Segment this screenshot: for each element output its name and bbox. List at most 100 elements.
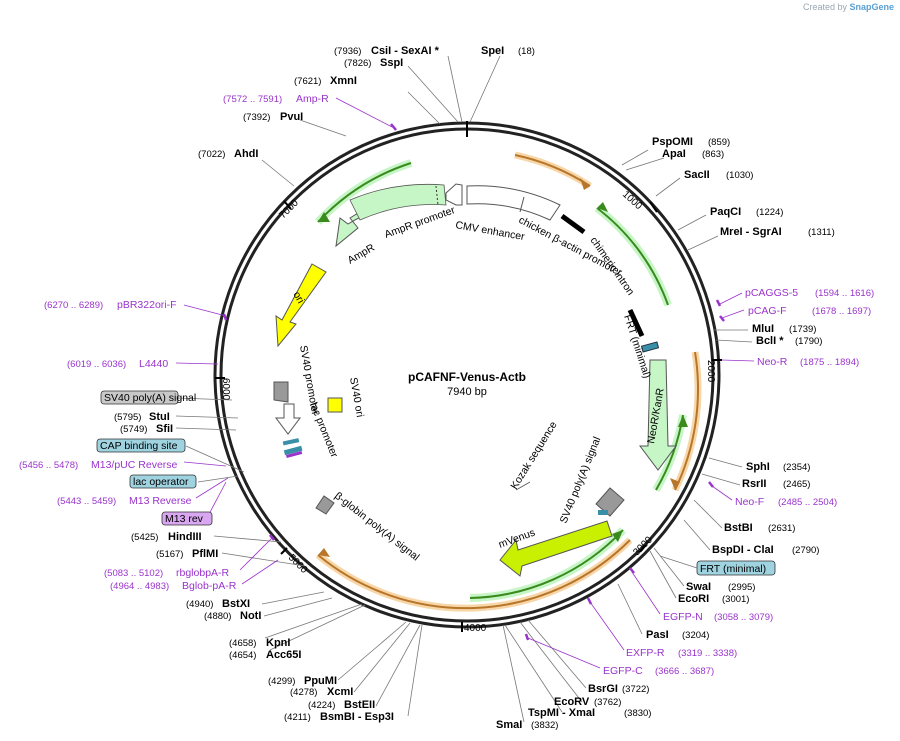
site-name: Acc65I — [266, 649, 301, 661]
primer-name: Bglob-pA-R — [182, 580, 237, 592]
plasmid-length: 7940 bp — [447, 386, 487, 398]
primer-name: Neo-F — [735, 496, 764, 508]
site-name: NotI — [240, 610, 261, 622]
site-name: MreI - SgrAI — [720, 226, 782, 238]
label-ori: ori — [290, 290, 306, 306]
label-sv40-promoter: SV40 promoter — [297, 344, 321, 416]
label-bglob-pa: β-globin poly(A) signal — [332, 490, 421, 564]
site-position: (3204) — [682, 630, 709, 641]
primer-name: pCAGGS-5 — [745, 287, 798, 299]
feature-mvenus[interactable] — [499, 520, 613, 577]
site-position: (5425) — [131, 532, 158, 543]
site-leaders — [175, 55, 753, 723]
site-position: (4211) — [284, 712, 311, 723]
site-name: SspI — [380, 57, 403, 69]
orf-arcs — [315, 151, 702, 612]
site-position: (1790) — [795, 336, 822, 347]
tick-label: 4000 — [464, 623, 487, 634]
primer-range: (3058 .. 3079) — [714, 612, 773, 623]
site-name: SwaI — [686, 581, 711, 593]
feature-cba-promoter[interactable] — [560, 213, 586, 235]
box-m13-rev: M13 rev — [165, 513, 204, 525]
label-ampr-promoter: AmpR promoter — [383, 204, 457, 241]
primer-name: EXFP-R — [626, 647, 665, 659]
site-name: BstEII — [344, 699, 375, 711]
site-name: SpeI — [481, 45, 504, 57]
site-position: (1739) — [789, 324, 816, 335]
primer-leaders — [175, 97, 755, 669]
feature-frt[interactable] — [640, 341, 660, 353]
site-position: (7392) — [243, 112, 270, 123]
primer-range: (2485 .. 2504) — [778, 497, 837, 508]
primer-name: Amp-R — [296, 93, 329, 105]
primer-name: L4440 — [139, 358, 168, 370]
tick-label: 5000 — [286, 552, 310, 576]
primer-range: (4964 .. 4983) — [110, 581, 169, 592]
feature-neor[interactable] — [639, 359, 677, 471]
site-position: (2995) — [728, 582, 755, 593]
site-position: (1224) — [756, 207, 783, 218]
feature-sv40-ori[interactable] — [327, 397, 343, 413]
label-ampr: AmpR — [346, 241, 378, 266]
feature-sv40-promoter[interactable] — [273, 381, 289, 403]
watermark: Created by SnapGene — [802, 2, 894, 12]
feature-ori[interactable] — [275, 263, 327, 348]
site-name: EcoRV — [554, 696, 590, 708]
label-cmv-enhancer: CMV enhancer — [454, 219, 526, 243]
site-name: BclI * — [756, 335, 784, 347]
site-name: AhdI — [234, 148, 258, 160]
feature-ampr[interactable] — [335, 183, 447, 248]
primer-name: EGFP-C — [603, 665, 643, 677]
site-position: (4278) — [290, 687, 317, 698]
site-name: CsiI - SexAI * — [371, 45, 440, 57]
feature-bglob-pa[interactable] — [315, 495, 335, 515]
primer-name: M13 Reverse — [129, 495, 192, 507]
primer-range: (1678 .. 1697) — [812, 306, 871, 317]
site-name: SfiI — [156, 423, 173, 435]
feature-intron-marker[interactable] — [627, 308, 645, 338]
label-kozak: Kozak sequence — [508, 419, 559, 491]
site-position: (18) — [518, 46, 535, 57]
tick-label: 2000 — [705, 360, 716, 383]
site-name: PspOMI — [652, 136, 693, 148]
site-position: (863) — [702, 149, 724, 160]
site-position: (3001) — [722, 594, 749, 605]
site-position: (7826) — [344, 58, 371, 69]
site-position: (5749) — [120, 424, 147, 435]
feature-ampr-promoter[interactable] — [445, 183, 463, 206]
box-lac-operator: lac operator — [133, 476, 189, 488]
site-position: (7022) — [198, 149, 225, 160]
site-name: TspMI - XmaI — [528, 707, 595, 719]
primer-range: (7572 .. 7591) — [223, 94, 282, 105]
primer-name: pBR322ori-F — [117, 299, 177, 311]
feature-lac-promoter[interactable] — [275, 403, 301, 435]
primer-range: (5443 .. 5459) — [57, 496, 116, 507]
site-position: (4299) — [268, 676, 295, 687]
primer-range: (1875 .. 1894) — [800, 357, 859, 368]
site-labels: SpeI (18) (7936) CsiI - SexAI * (7826) S… — [114, 45, 835, 731]
site-name: PaqCI — [710, 206, 741, 218]
feature-cmv-enhancer[interactable] — [466, 185, 561, 221]
plasmid-name: pCAFNF-Venus-Actb — [408, 370, 526, 384]
boxed-labels: FRT (minimal) M13 rev lac operator CAP b… — [96, 390, 776, 576]
site-position: (3762) — [594, 697, 621, 708]
feature-lac-operator[interactable] — [282, 438, 303, 459]
feature-sv40pa-right[interactable] — [595, 487, 625, 517]
site-position: (2790) — [792, 545, 819, 556]
site-position: (2354) — [783, 462, 810, 473]
site-position: (3830) — [624, 708, 651, 719]
site-name: SphI — [746, 461, 770, 473]
primer-name: pCAG-F — [748, 305, 787, 317]
primer-range: (3319 .. 3338) — [678, 648, 737, 659]
site-name: ApaI — [662, 148, 686, 160]
site-position: (1030) — [726, 170, 753, 181]
primer-labels: pCAGGS-5 (1594 .. 1616) pCAG-F (1678 .. … — [19, 93, 874, 677]
site-position: (4224) — [308, 700, 335, 711]
site-position: (4654) — [229, 650, 256, 661]
tick-label: 7000 — [277, 197, 301, 221]
site-position: (3832) — [531, 720, 558, 731]
site-name: SmaI — [496, 719, 522, 731]
tick-label: 6000 — [220, 378, 231, 401]
site-position: (3722) — [622, 684, 649, 695]
